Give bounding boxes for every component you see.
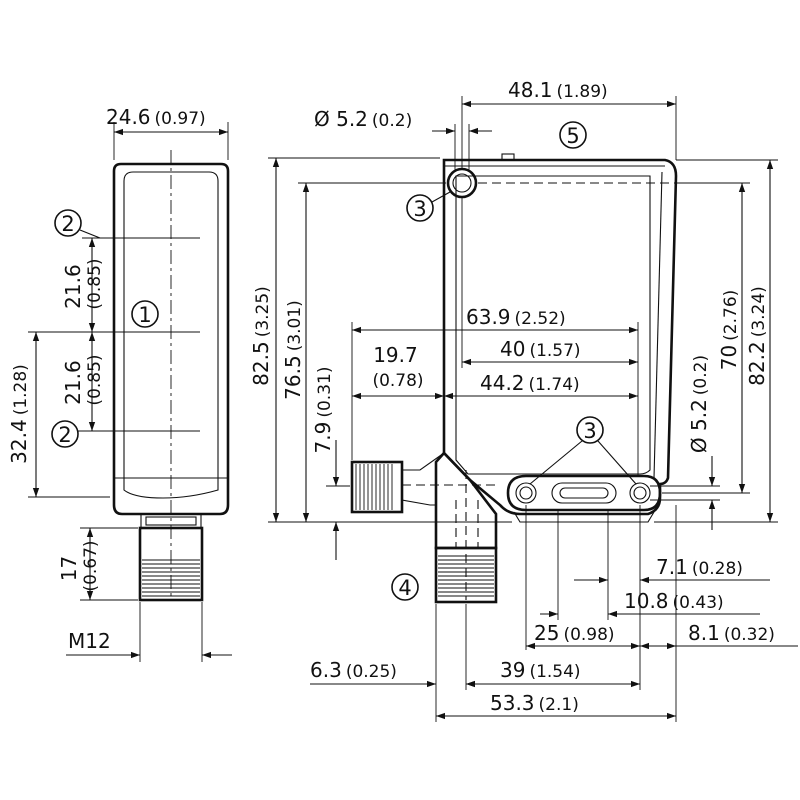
callout-3-top: 3 — [406, 191, 451, 222]
side-body-outline — [442, 158, 678, 516]
dim-44-2: 44.2(1.74) — [480, 371, 580, 395]
dim-10-8: 10.8(0.43) — [624, 589, 724, 613]
dim-70: 70(2.76) — [717, 290, 741, 371]
svg-text:3: 3 — [583, 419, 596, 443]
side-mount-hole-top-inner — [452, 173, 472, 193]
dim-82-2: 82.2(3.24) — [745, 286, 769, 386]
dim-76-5: 76.5(3.01) — [281, 300, 305, 400]
dim-hole-dia-side: Ø 5.2(0.2) — [687, 355, 711, 453]
dim-17: 17 (0.67) — [57, 540, 101, 591]
dim-48-1: 48.1(1.89) — [508, 78, 608, 102]
svg-text:2: 2 — [61, 212, 74, 236]
callout-2-lower: 2 — [51, 420, 100, 448]
side-connector-rear-thread — [355, 464, 393, 510]
side-top-band — [443, 160, 665, 167]
side-plate-underside — [513, 511, 655, 523]
callout-4: 4 — [391, 573, 419, 601]
dim-hole-dia-top: Ø 5.2(0.2) — [314, 107, 412, 131]
dim-21-6-lower: 21.6 (0.85) — [61, 354, 105, 405]
side-window — [455, 175, 651, 475]
callout-5: 5 — [559, 121, 587, 149]
svg-text:5: 5 — [566, 124, 579, 148]
dim-8-1: 8.1(0.32) — [688, 621, 775, 645]
front-body-outline — [112, 162, 230, 516]
dim-24-6: 24.6(0.97) — [106, 105, 206, 129]
front-connector-thread — [142, 559, 200, 597]
svg-text:4: 4 — [398, 576, 411, 600]
dim-7-1: 7.1(0.28) — [656, 555, 743, 579]
callout-2-upper: 2 — [54, 209, 101, 239]
front-connector — [138, 526, 204, 602]
dim-25: 25(0.98) — [534, 621, 615, 645]
callout-3-bottom: 3 — [529, 416, 637, 485]
dim-32-4: 32.4(1.28) — [7, 364, 31, 464]
dim-21-6-upper: 21.6 (0.85) — [61, 258, 105, 309]
dim-19-7: 19.7 (0.78) — [372, 343, 423, 391]
side-mount-plate — [506, 474, 662, 512]
dim-39: 39(1.54) — [500, 658, 581, 682]
svg-text:2: 2 — [58, 423, 71, 447]
front-window — [123, 171, 219, 499]
dim-40: 40(1.57) — [500, 337, 581, 361]
side-mount-hole-top — [446, 167, 478, 199]
dim-63-9: 63.9(2.52) — [466, 305, 566, 329]
side-inner-edge — [653, 171, 663, 479]
dim-82-5: 82.5(3.25) — [249, 286, 273, 386]
dim-53-3: 53.3(2.1) — [490, 691, 579, 715]
callout-1: 1 — [131, 300, 159, 328]
side-mount-hole-left — [515, 482, 537, 504]
dim-m12: M12 — [68, 629, 111, 653]
side-view: 48.1(1.89) Ø 5.2(0.2) 82.5(3.25) 76.5(3.… — [249, 78, 798, 722]
side-mount-hole-right — [629, 482, 651, 504]
side-connector-rear-thread-body — [350, 460, 404, 514]
svg-text:1: 1 — [138, 303, 151, 327]
side-top-indicator — [501, 153, 515, 161]
dim-6-3: 6.3(0.25) — [310, 658, 397, 682]
front-view: 24.6(0.97) 21.6 (0.85) 21.6 (0.85) 32.4(… — [7, 105, 232, 662]
dim-7-9: 7.9(0.31) — [311, 367, 335, 454]
side-mount-slot — [551, 482, 617, 504]
front-connector-neck-inner — [145, 516, 197, 526]
svg-text:3: 3 — [413, 197, 426, 221]
